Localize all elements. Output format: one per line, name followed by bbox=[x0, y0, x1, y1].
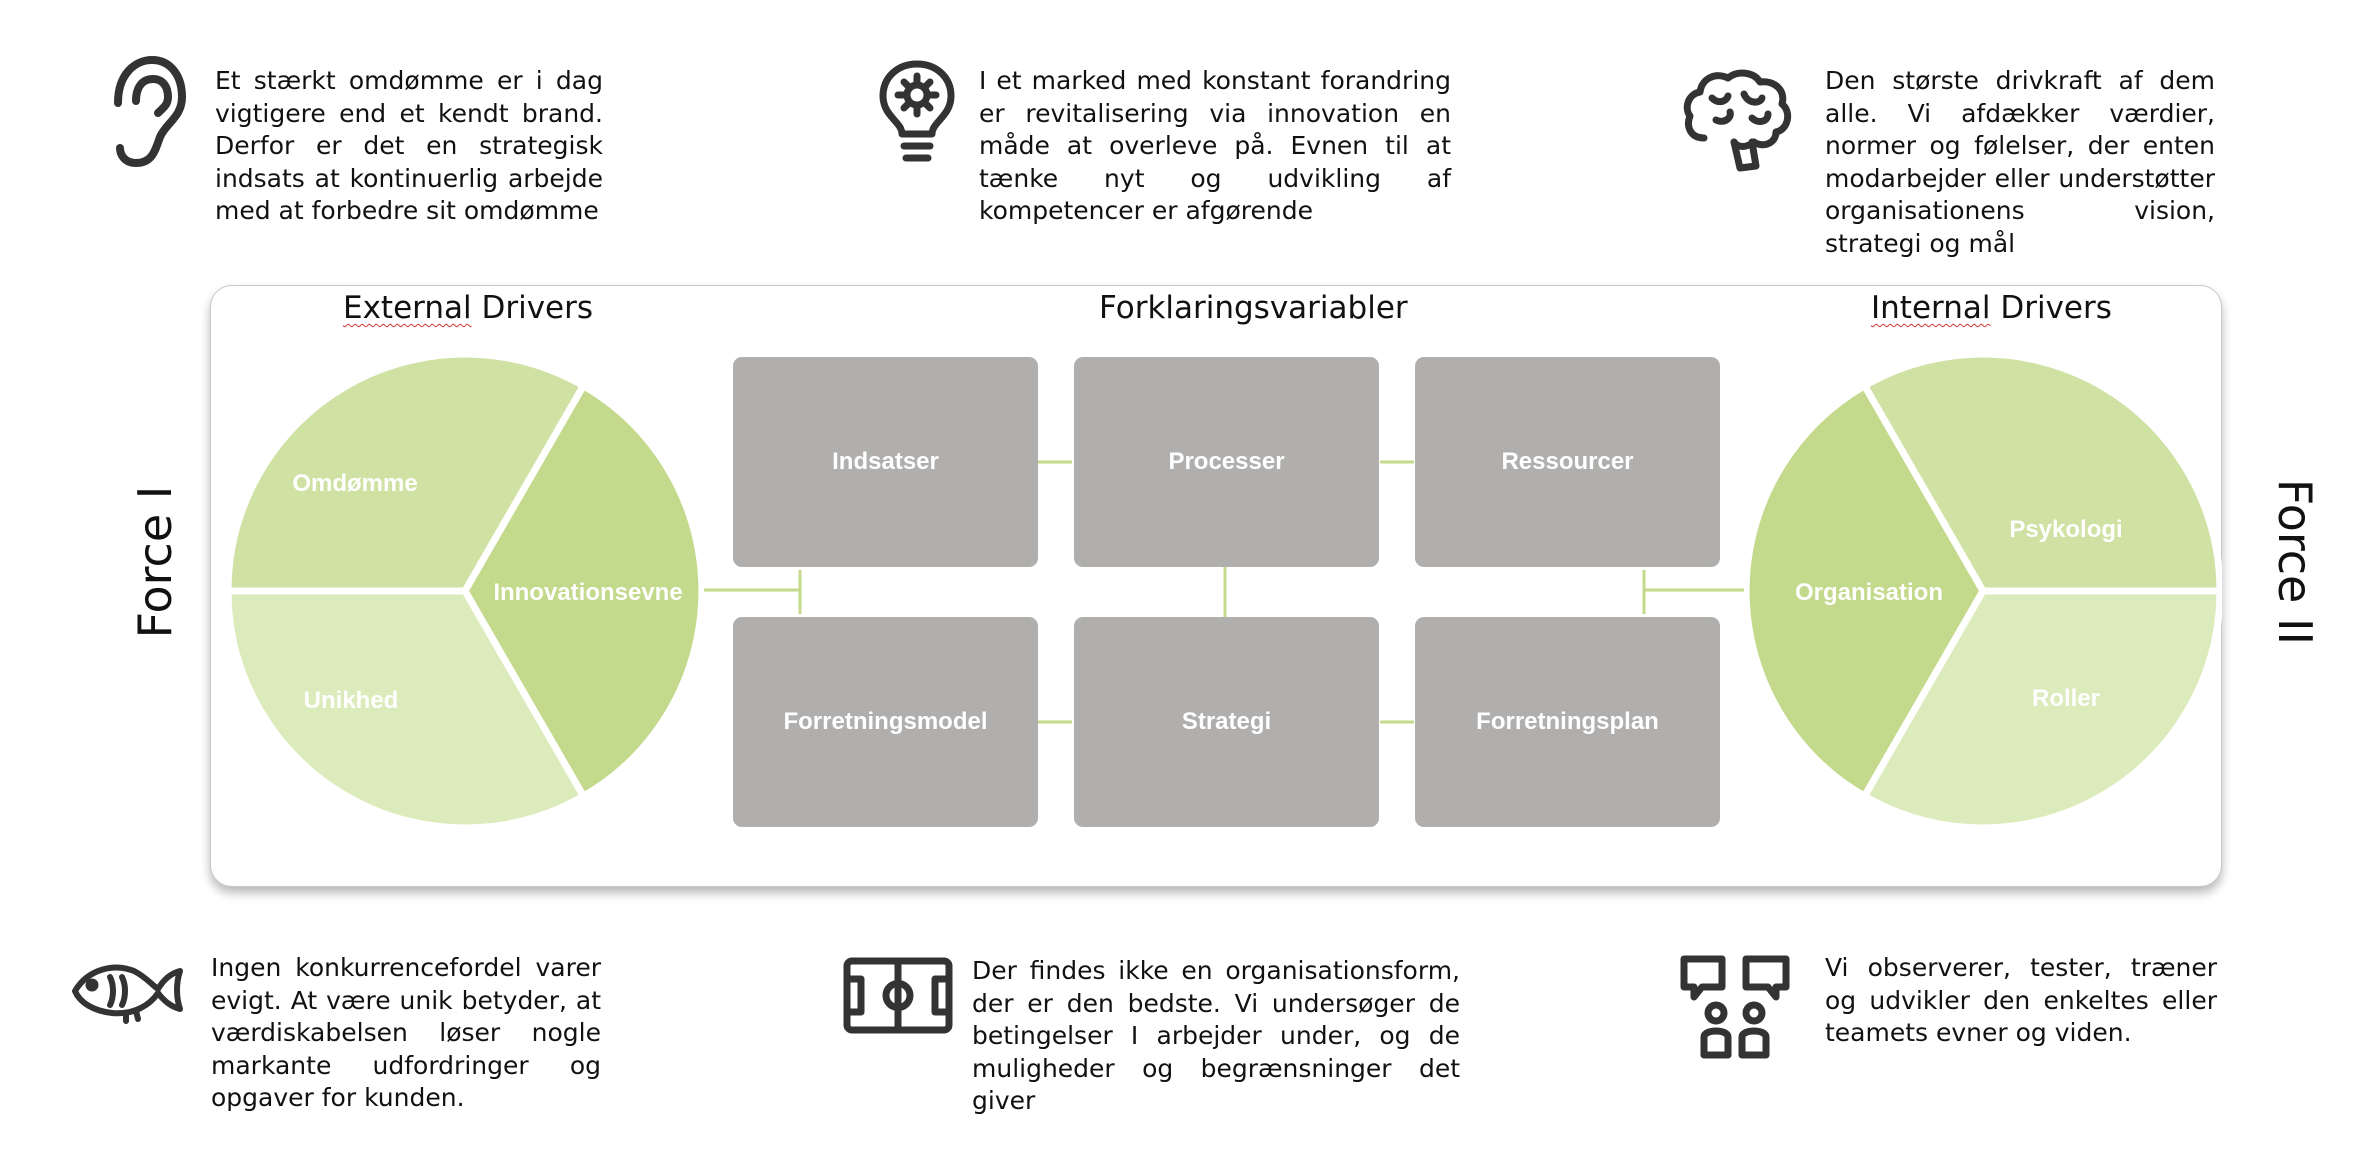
box-label: Indsatser bbox=[832, 448, 939, 475]
roles-text: Vi observerer, tester, træner og udvikle… bbox=[1825, 953, 2217, 1047]
external-heading-word: External bbox=[343, 290, 472, 326]
external-drivers-heading: External Drivers bbox=[343, 290, 593, 326]
pie-segment-unikhed bbox=[226, 587, 589, 830]
reputation-text: Et stærkt omdømme er i dag vigtigere end… bbox=[215, 66, 603, 225]
box-forretningsmodel: Forretningsmodel bbox=[733, 617, 1038, 827]
brain-icon bbox=[1682, 68, 1794, 173]
people-speech-bubbles-icon bbox=[1680, 955, 1790, 1061]
box-label: Ressourcer bbox=[1501, 448, 1634, 475]
lightbulb-gear-icon bbox=[878, 60, 956, 172]
pie-segment-innovationsevne bbox=[460, 381, 704, 801]
internal-heading-rest: Drivers bbox=[1990, 290, 2112, 326]
box-label: Strategi bbox=[1181, 708, 1272, 735]
segment-label-omdomme: Omdømme bbox=[292, 470, 417, 497]
box-forretningsplan: Forretningsplan bbox=[1415, 617, 1720, 827]
internal-drivers-pie: Psykologi Organisation Roller bbox=[1744, 352, 2222, 830]
pie-segment-organisation bbox=[1744, 381, 1988, 801]
pie-segment-omdomme bbox=[226, 352, 589, 595]
box-indsatser: Indsatser bbox=[733, 357, 1038, 567]
internal-heading-word: Internal bbox=[1871, 290, 1991, 326]
psychology-text: Den største drivkraft af dem alle. Vi af… bbox=[1825, 66, 2215, 258]
fish-icon bbox=[70, 955, 185, 1025]
box-processer: Processer bbox=[1074, 357, 1379, 567]
box-label: Forretningsplan bbox=[1476, 708, 1659, 735]
box-label: Forretningsmodel bbox=[783, 708, 988, 735]
box-ressourcer: Ressourcer bbox=[1415, 357, 1720, 567]
center-heading: Forklaringsvariabler bbox=[1099, 290, 1408, 326]
box-strategi: Strategi bbox=[1074, 617, 1379, 827]
football-field-icon bbox=[843, 957, 953, 1034]
external-heading-rest: Drivers bbox=[471, 290, 594, 326]
ear-icon bbox=[108, 55, 188, 170]
pie-segment-psykologi bbox=[1859, 352, 2222, 595]
segment-label-unikhed: Unikhed bbox=[304, 687, 399, 714]
segment-label-roller: Roller bbox=[2032, 685, 2100, 712]
organisation-text: Der findes ikke en organisationsform, de… bbox=[972, 956, 1460, 1115]
innovation-text: I et marked med konstant forandring er r… bbox=[979, 66, 1451, 225]
segment-label-innovationsevne: Innovationsevne bbox=[493, 579, 682, 606]
external-drivers-pie: Omdømme Innovationsevne Unikhed bbox=[226, 352, 704, 830]
segment-label-organisation: Organisation bbox=[1795, 579, 1943, 606]
uniqueness-text: Ingen konkurrencefordel varer evigt. At … bbox=[211, 953, 601, 1112]
internal-drivers-heading: Internal Drivers bbox=[1871, 290, 2112, 326]
box-label: Processer bbox=[1168, 448, 1285, 475]
segment-label-psykologi: Psykologi bbox=[2009, 516, 2122, 543]
pie-segment-roller bbox=[1859, 587, 2222, 830]
